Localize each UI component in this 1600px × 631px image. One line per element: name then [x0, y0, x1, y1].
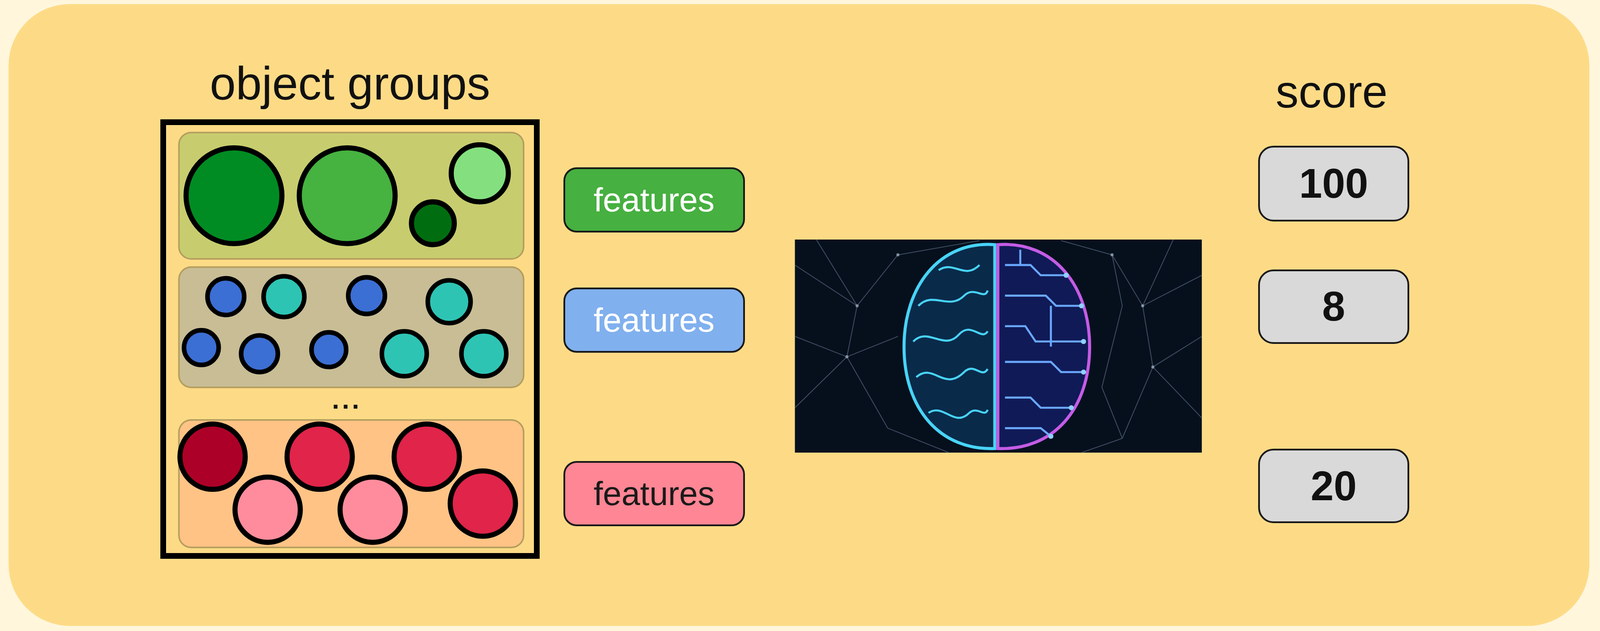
feature-box: features	[563, 461, 745, 527]
score-box: 100	[1258, 145, 1410, 222]
feature-label: features	[593, 303, 715, 338]
score-box: 20	[1258, 448, 1410, 524]
background-panel	[8, 3, 1590, 626]
score-value: 8	[1322, 285, 1345, 328]
object-circles	[179, 424, 516, 543]
group-panel	[178, 420, 524, 548]
object-group-frame: object groups	[160, 119, 541, 560]
score-value: 100	[1299, 162, 1369, 205]
brain-illustration	[794, 239, 1202, 453]
group-panel	[178, 132, 524, 260]
object-circles	[185, 144, 509, 245]
feature-label: features	[593, 183, 715, 217]
group-heading: object groups	[209, 59, 490, 107]
score-box: 8	[1258, 269, 1410, 345]
feature-box: features	[563, 287, 745, 353]
score-value: 20	[1310, 465, 1357, 508]
group-panel	[178, 267, 524, 388]
feature-box: features	[563, 167, 745, 233]
column-heading: score	[1275, 68, 1388, 115]
object-circles	[184, 276, 507, 377]
ellipsis-mark: ...	[332, 386, 363, 414]
feature-label: features	[593, 477, 715, 511]
